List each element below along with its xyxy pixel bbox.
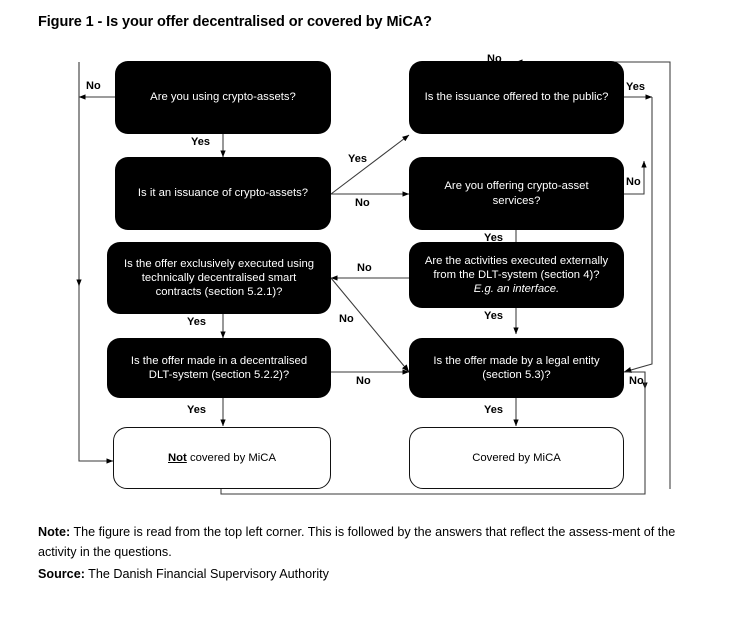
node-services[interactable]: Are you offering crypto-asset services?: [409, 157, 624, 230]
edge-label-smart-contracts-no: No: [339, 313, 354, 325]
node-dlt-system-label: Is the offer made in a decentralised DLT…: [121, 354, 317, 382]
note-line: Note: The figure is read from the top le…: [38, 522, 710, 563]
node-not-covered[interactable]: Not covered by MiCA: [113, 427, 331, 489]
source-text: The Danish Financial Supervisory Authori…: [84, 566, 329, 581]
node-dlt-system-line2: DLT-system (section 5.2.2)?: [148, 369, 290, 381]
node-crypto-assets-label: Are you using crypto-assets?: [150, 91, 296, 104]
node-smart-contracts-label: Is the offer exclusively executed using …: [114, 257, 324, 299]
edge-label-dlt-yes: Yes: [187, 404, 206, 416]
node-legal-entity-label: Is the offer made by a legal entity (sec…: [423, 354, 609, 382]
note-label: Note:: [38, 525, 71, 539]
node-activities-external-line3: E.g. an interface.: [473, 283, 560, 296]
edge-label-services-no: No: [626, 176, 641, 188]
edge-label-crypto-yes: Yes: [191, 136, 210, 148]
node-dlt-system-line1: Is the offer made in a decentralised: [130, 354, 308, 367]
node-not-covered-label: Not covered by MiCA: [158, 451, 286, 465]
edge-label-dlt-no: No: [356, 375, 371, 387]
edge-label-issuance-no: No: [355, 197, 370, 209]
flowchart-canvas: Are you using crypto-assets? Is it an is…: [0, 36, 748, 516]
node-activities-external-line1: Are the activities executed externally: [424, 254, 609, 267]
node-legal-entity-line2: (section 5.3)?: [482, 369, 551, 381]
node-activities-external-line2: from the DLT-system (section 4)?: [433, 268, 600, 281]
node-issuance[interactable]: Is it an issuance of crypto-assets?: [115, 157, 331, 230]
node-smart-contracts[interactable]: Is the offer exclusively executed using …: [107, 242, 331, 314]
node-services-line2: services?: [492, 194, 541, 207]
node-crypto-assets[interactable]: Are you using crypto-assets?: [115, 61, 331, 134]
node-activities-external[interactable]: Are the activities executed externally f…: [409, 242, 624, 308]
node-offered-public[interactable]: Is the issuance offered to the public?: [409, 61, 624, 134]
edge-label-crypto-no: No: [86, 80, 101, 92]
edge-label-activities-no: No: [357, 262, 372, 274]
node-smart-contracts-line2: technically decentralised smart: [141, 271, 297, 284]
node-activities-external-label: Are the activities executed externally f…: [415, 254, 618, 296]
edge-label-smart-contracts-yes: Yes: [187, 316, 206, 328]
node-covered-label: Covered by MiCA: [472, 451, 561, 464]
edge-label-issuance-yes: Yes: [348, 153, 367, 165]
page-title: Figure 1 - Is your offer decentralised o…: [38, 14, 432, 30]
node-legal-entity[interactable]: Is the offer made by a legal entity (sec…: [409, 338, 624, 398]
node-offered-public-label: Is the issuance offered to the public?: [424, 91, 609, 104]
node-legal-entity-line1: Is the offer made by a legal entity: [433, 354, 600, 367]
source-line: Source: The Danish Financial Supervisory…: [38, 564, 710, 584]
node-not-covered-strong: Not: [168, 451, 187, 464]
node-services-line1: Are you offering crypto-asset: [444, 180, 589, 193]
node-smart-contracts-line3: contracts (section 5.2.1)?: [155, 286, 283, 299]
edge-label-public-no: No: [487, 53, 502, 65]
footer: Note: The figure is read from the top le…: [38, 522, 710, 584]
node-services-label: Are you offering crypto-asset services?: [434, 179, 598, 207]
note-text: The figure is read from the top left cor…: [38, 525, 676, 560]
node-issuance-label: Is it an issuance of crypto-assets?: [137, 187, 309, 200]
node-dlt-system[interactable]: Is the offer made in a decentralised DLT…: [107, 338, 331, 398]
source-label: Source:: [38, 566, 85, 581]
edge-label-public-yes: Yes: [626, 81, 645, 93]
edge-label-services-yes: Yes: [484, 232, 503, 244]
edge-label-legal-no: No: [629, 375, 644, 387]
node-not-covered-rest: covered by MiCA: [186, 451, 276, 464]
edge-label-activities-yes: Yes: [484, 310, 503, 322]
node-smart-contracts-line1: Is the offer exclusively executed using: [123, 257, 315, 270]
edge-label-legal-yes: Yes: [484, 404, 503, 416]
node-covered[interactable]: Covered by MiCA: [409, 427, 624, 489]
